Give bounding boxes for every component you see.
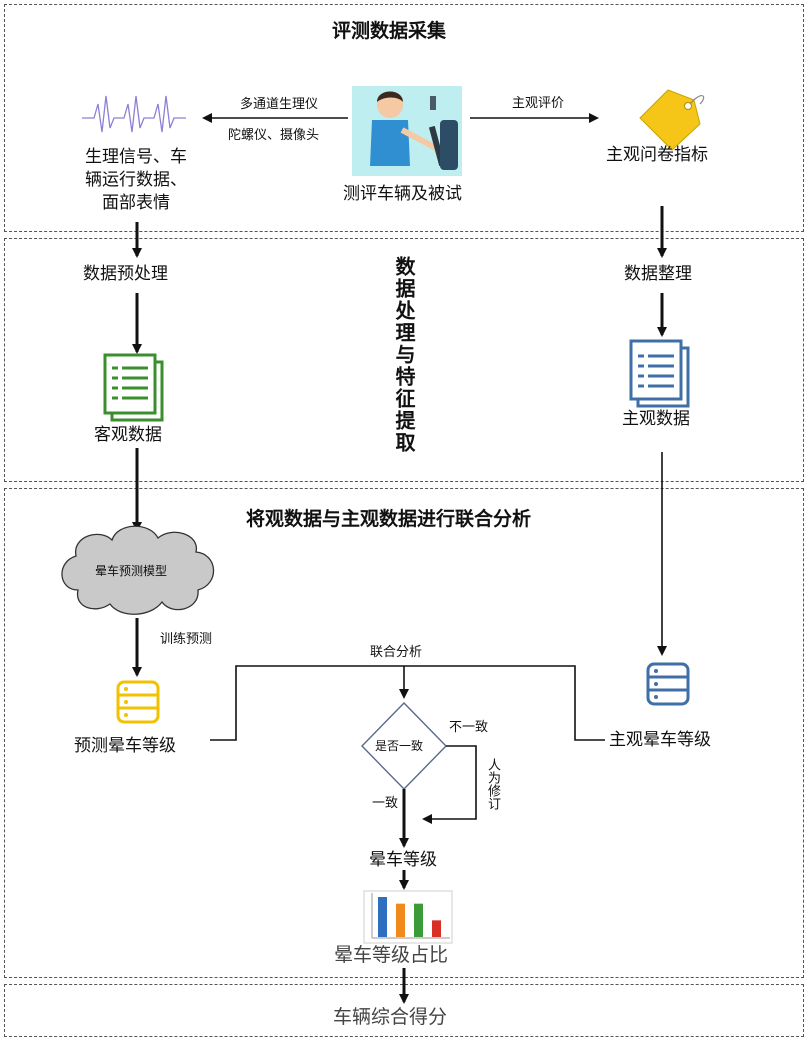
model-label: 晕车预测模型: [95, 564, 168, 578]
joint-analysis-bracket: [210, 665, 605, 741]
questionnaire-label: 主观问卷指标: [606, 145, 708, 165]
objective-data-label: 客观数据: [94, 425, 162, 445]
edge-label-manual-fix: 人为修订: [485, 758, 500, 810]
subjective-data-icon: [629, 339, 690, 408]
subjective-level-label: 主观晕车等级: [609, 730, 711, 750]
subjective-level-db-icon: [646, 662, 690, 706]
predicted-level-label: 预测晕车等级: [74, 736, 176, 756]
data-organize-label: 数据整理: [624, 264, 692, 284]
edge-label-subjective-eval: 主观评价: [512, 96, 565, 111]
subjective-data-label: 主观数据: [622, 409, 690, 429]
section-data-collection: [4, 4, 804, 232]
physio-waveform-icon: [82, 95, 186, 133]
edge-label-gyro-camera: 陀螺仪、摄像头: [228, 128, 320, 143]
predicted-level-db-icon: [116, 680, 160, 724]
mini-chart-bar: [396, 903, 405, 937]
questionnaire-tag-icon: [639, 89, 705, 151]
processing-section-title: 数据处理与特征提取: [392, 256, 416, 454]
mini-chart-bar: [414, 903, 423, 937]
objective-data-icon: [103, 353, 164, 422]
analysis-section-title: 将观数据与主观数据进行联合分析: [246, 508, 532, 530]
manual-fix-loop: [422, 745, 477, 824]
final-score-label: 车辆综合得分: [333, 1006, 448, 1028]
driver-in-vehicle-icon: [352, 86, 462, 176]
section-data-processing: [4, 238, 804, 482]
edge-label-train-predict: 训练预测: [160, 632, 213, 647]
edge-label-physio-device: 多通道生理仪: [240, 97, 319, 112]
collection-section-title: 评测数据采集: [332, 20, 447, 42]
vehicle-subject-label: 测评车辆及被试: [343, 184, 462, 204]
mini-chart-bar: [378, 897, 387, 937]
decision-label: 是否一致: [375, 739, 424, 753]
preprocess-label: 数据预处理: [83, 264, 168, 284]
level-ratio-chart-icon: [363, 890, 453, 944]
edge-label-inconsistent: 不一致: [449, 720, 489, 735]
level-ratio-label: 晕车等级占比: [334, 944, 449, 966]
motion-sickness-level-label: 晕车等级: [369, 850, 437, 870]
mini-chart-bar: [432, 920, 441, 937]
edge-label-consistent: 一致: [372, 796, 399, 811]
edge-label-joint-analysis: 联合分析: [370, 645, 423, 660]
prediction-model-cloud: [61, 525, 215, 615]
physio-signals-label: 生理信号、车 辆运行数据、 面部表情: [85, 147, 187, 213]
